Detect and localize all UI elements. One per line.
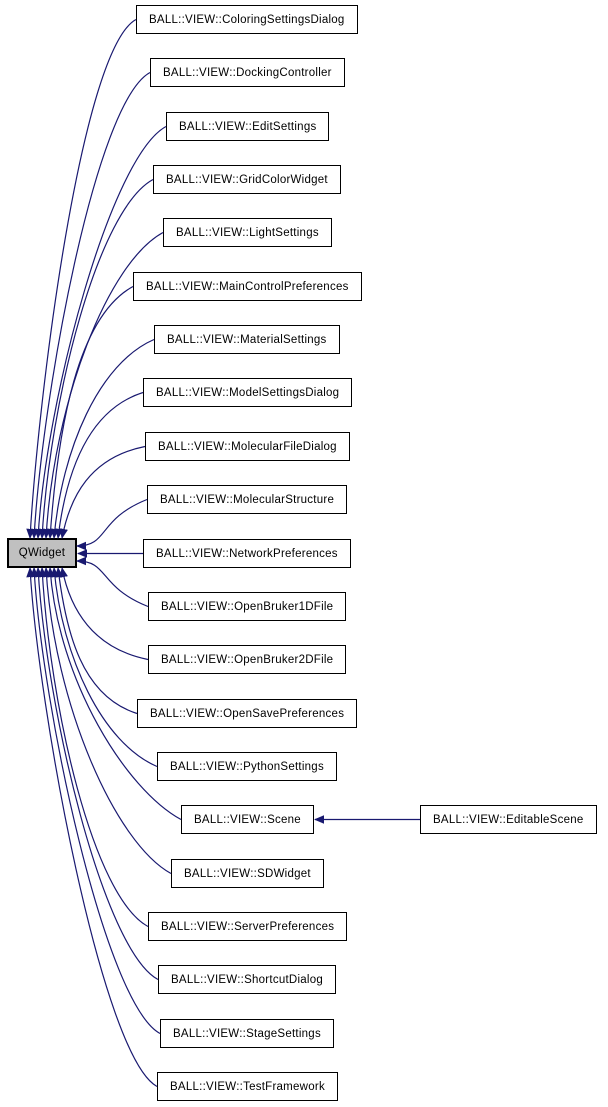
node-ball-view-scene[interactable]: BALL::VIEW::Scene bbox=[181, 805, 314, 834]
node-ball-view-shortcutdialog[interactable]: BALL::VIEW::ShortcutDialog bbox=[158, 965, 337, 994]
node-ball-view-molecularstructure[interactable]: BALL::VIEW::MolecularStructure bbox=[147, 485, 348, 514]
node-ball-view-coloringsettingsdialog[interactable]: BALL::VIEW::ColoringSettingsDialog bbox=[136, 5, 358, 34]
node-ball-view-stagesettings[interactable]: BALL::VIEW::StageSettings bbox=[160, 1019, 334, 1048]
node-ball-view-editsettings[interactable]: BALL::VIEW::EditSettings bbox=[166, 112, 330, 141]
node-ball-view-modelsettingsdialog[interactable]: BALL::VIEW::ModelSettingsDialog bbox=[143, 378, 353, 407]
node-ball-view-serverpreferences[interactable]: BALL::VIEW::ServerPreferences bbox=[148, 912, 348, 941]
node-ball-view-openbruker1dfile[interactable]: BALL::VIEW::OpenBruker1DFile bbox=[148, 592, 347, 621]
node-qwidget: QWidget bbox=[7, 538, 77, 568]
node-ball-view-opensavepreferences[interactable]: BALL::VIEW::OpenSavePreferences bbox=[137, 699, 358, 728]
node-ball-view-gridcolorwidget[interactable]: BALL::VIEW::GridColorWidget bbox=[153, 165, 341, 194]
node-ball-view-materialsettings[interactable]: BALL::VIEW::MaterialSettings bbox=[154, 325, 340, 354]
node-ball-view-pythonsettings[interactable]: BALL::VIEW::PythonSettings bbox=[157, 752, 337, 781]
node-ball-view-lightsettings[interactable]: BALL::VIEW::LightSettings bbox=[163, 218, 332, 247]
node-ball-view-editablescene[interactable]: BALL::VIEW::EditableScene bbox=[420, 805, 597, 834]
node-ball-view-testframework[interactable]: BALL::VIEW::TestFramework bbox=[157, 1072, 338, 1101]
node-ball-view-molecularfiledialog[interactable]: BALL::VIEW::MolecularFileDialog bbox=[145, 432, 350, 461]
node-ball-view-maincontrolpreferences[interactable]: BALL::VIEW::MainControlPreferences bbox=[133, 272, 362, 301]
node-ball-view-openbruker2dfile[interactable]: BALL::VIEW::OpenBruker2DFile bbox=[148, 645, 347, 674]
node-ball-view-sdwidget[interactable]: BALL::VIEW::SDWidget bbox=[171, 859, 324, 888]
node-ball-view-dockingcontroller[interactable]: BALL::VIEW::DockingController bbox=[150, 58, 345, 87]
node-ball-view-networkpreferences[interactable]: BALL::VIEW::NetworkPreferences bbox=[143, 539, 351, 568]
